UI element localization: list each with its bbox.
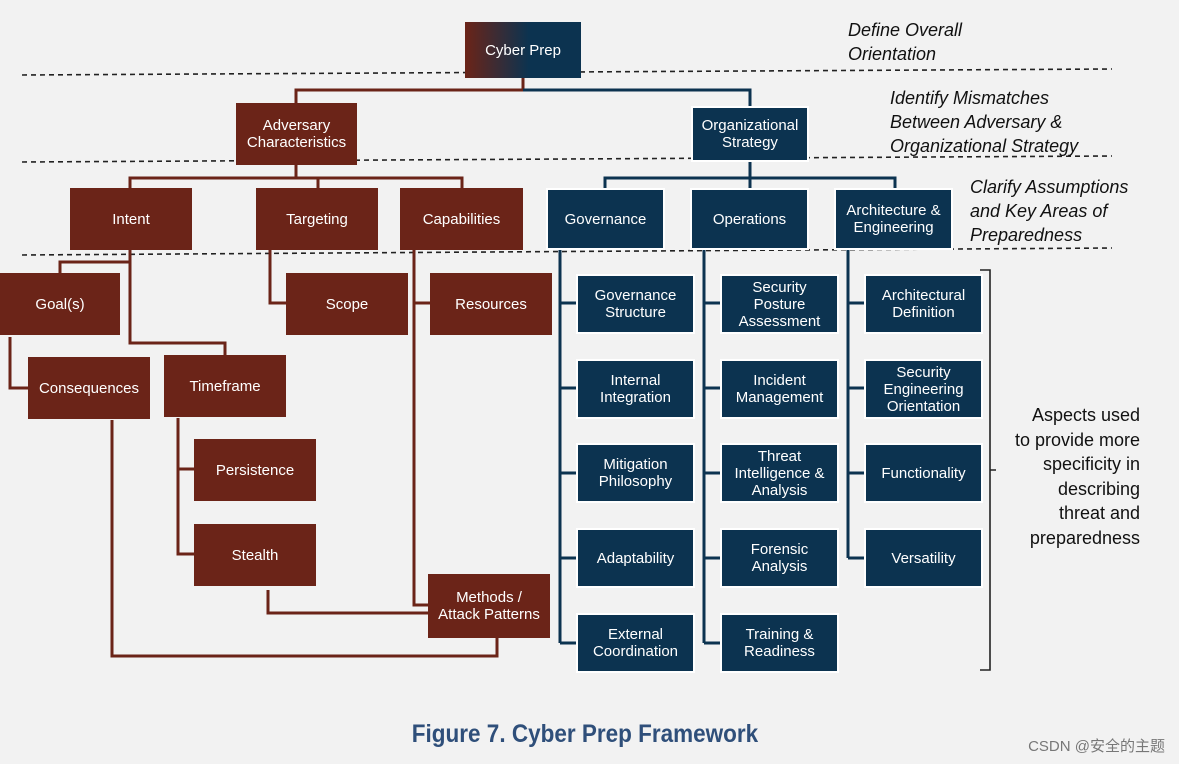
forensic-analysis-node[interactable]: Forensic Analysis	[720, 528, 839, 588]
connector-capabilities-subtree	[412, 250, 430, 607]
functionality-node[interactable]: Functionality	[864, 443, 983, 503]
aspects-bracket	[980, 269, 996, 671]
methods-attack-patterns-node[interactable]: Methods / Attack Patterns	[428, 574, 550, 638]
connector-goals-consequences	[8, 337, 28, 390]
connector-intent-subtree	[58, 250, 227, 355]
connector-governance-trunk	[558, 250, 578, 645]
training-readiness-node[interactable]: Training & Readiness	[720, 613, 839, 673]
separator-line-3	[21, 247, 1113, 256]
figure-caption: Figure 7. Cyber Prep Framework	[411, 720, 759, 748]
operations-node[interactable]: Operations	[690, 188, 809, 250]
targeting-node[interactable]: Targeting	[256, 188, 378, 250]
connector-targeting-scope	[268, 250, 286, 305]
level-2-annotation: Identify Mismatches Between Adversary & …	[890, 88, 1079, 156]
level-1-annotation: Define Overall Orientation	[848, 20, 963, 64]
mitigation-philosophy-node[interactable]: Mitigation Philosophy	[576, 443, 695, 503]
consequences-node[interactable]: Consequences	[28, 357, 150, 419]
level-3-annotation: Clarify Assumptions and Key Areas of Pre…	[970, 177, 1129, 245]
adversary-characteristics-node[interactable]: Adversary Characteristics	[236, 103, 357, 165]
connector-consequences-methods	[110, 420, 499, 658]
stealth-node[interactable]: Stealth	[194, 524, 316, 586]
intent-node[interactable]: Intent	[70, 188, 192, 250]
connector-adversary-children	[128, 165, 464, 190]
watermark: CSDN @安全的主题	[1028, 738, 1165, 755]
separator-line-1	[21, 68, 1113, 76]
external-coordination-node[interactable]: External Coordination	[576, 613, 695, 673]
connector-root-organization	[523, 88, 752, 108]
incident-management-node[interactable]: Incident Management	[720, 359, 839, 419]
architecture-engineering-node[interactable]: Architecture & Engineering	[834, 188, 953, 250]
governance-node[interactable]: Governance	[546, 188, 665, 250]
governance-structure-node[interactable]: Governance Structure	[576, 274, 695, 334]
connector-architecture-trunk	[846, 250, 866, 560]
capabilities-node[interactable]: Capabilities	[400, 188, 523, 250]
connector-root-adversary	[294, 78, 525, 104]
adaptability-node[interactable]: Adaptability	[576, 528, 695, 588]
connector-timeframe-subtree	[176, 418, 194, 556]
security-posture-assessment-node[interactable]: Security Posture Assessment	[720, 274, 839, 334]
scope-node[interactable]: Scope	[286, 273, 408, 335]
aspects-annotation: Aspects used to provide more specificity…	[1014, 405, 1140, 548]
threat-intelligence-analysis-node[interactable]: Threat Intelligence & Analysis	[720, 443, 839, 503]
timeframe-node[interactable]: Timeframe	[164, 355, 286, 417]
connector-stealth-methods	[266, 590, 428, 615]
architectural-definition-node[interactable]: Architectural Definition	[864, 274, 983, 334]
security-engineering-orientation-node[interactable]: Security Engineering Orientation	[864, 359, 983, 419]
organizational-strategy-node[interactable]: Organizational Strategy	[691, 106, 809, 162]
persistence-node[interactable]: Persistence	[194, 439, 316, 501]
cyber-prep-root[interactable]: Cyber Prep	[465, 22, 581, 78]
goals-node[interactable]: Goal(s)	[0, 273, 120, 335]
internal-integration-node[interactable]: Internal Integration	[576, 359, 695, 419]
separator-line-2	[21, 155, 1113, 163]
resources-node[interactable]: Resources	[430, 273, 552, 335]
connector-operations-trunk	[702, 250, 722, 645]
versatility-node[interactable]: Versatility	[864, 528, 983, 588]
